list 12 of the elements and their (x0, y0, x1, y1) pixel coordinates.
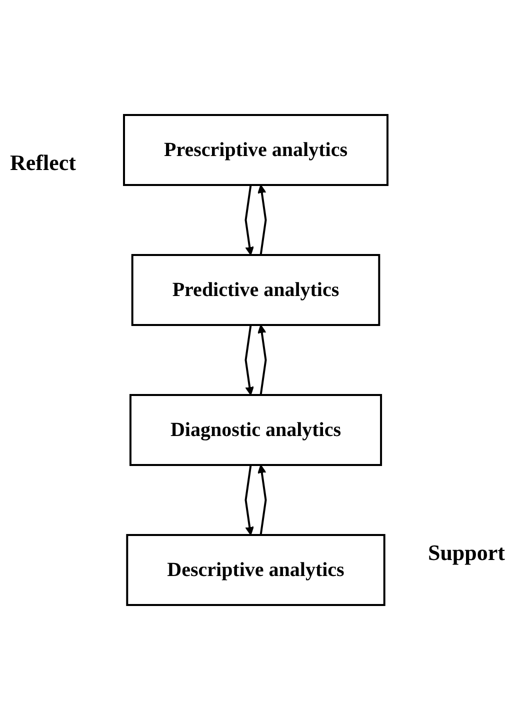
node-box: Descriptive analytics (126, 534, 386, 606)
node-box: Predictive analytics (131, 254, 380, 326)
node-box: Diagnostic analytics (129, 394, 382, 466)
annotation-text: Reflect (10, 150, 76, 176)
arrow (257, 464, 266, 536)
arrow (244, 184, 254, 256)
arrow (244, 324, 254, 396)
node-box: Prescriptive analytics (122, 114, 388, 186)
annotation-text: Support (428, 540, 505, 566)
arrow (257, 324, 266, 396)
arrow (244, 464, 254, 536)
arrow (257, 184, 266, 256)
